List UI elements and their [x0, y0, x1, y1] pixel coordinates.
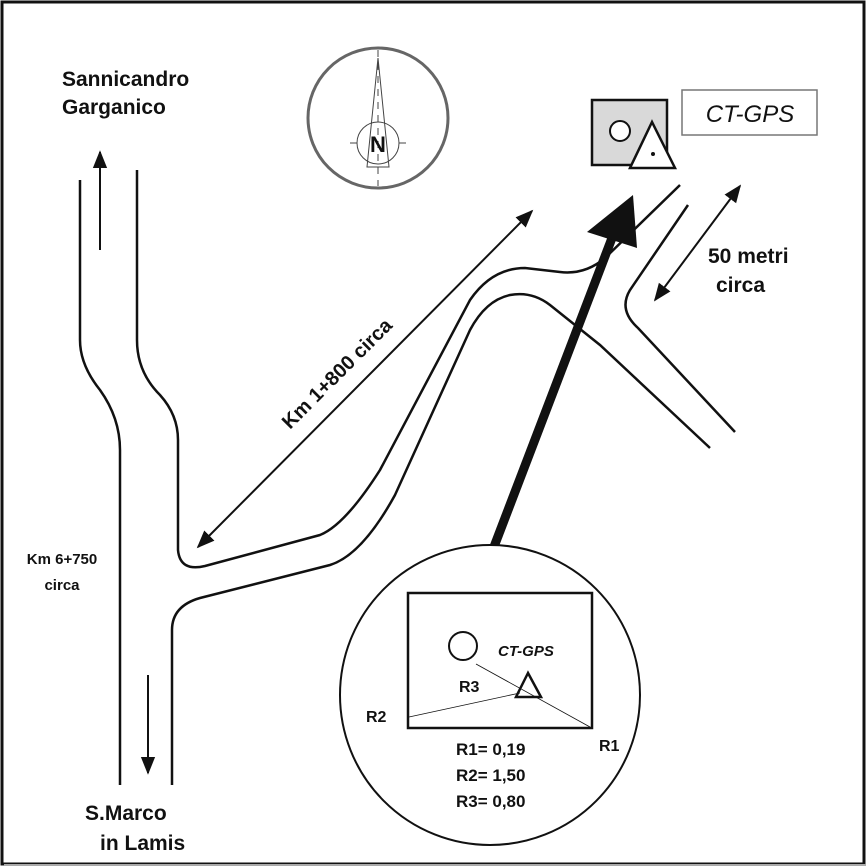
left-distance-label-2: circa — [44, 577, 80, 594]
inset-box — [406, 591, 594, 730]
branch-distance-arrow — [196, 209, 534, 549]
short-distance-label: 50 metri — [708, 245, 789, 268]
inset-station-label: CT-GPS — [498, 643, 554, 660]
side-road-edge — [624, 204, 736, 433]
north-town-label: Sannicandro — [62, 68, 189, 91]
circle-icon — [609, 120, 631, 142]
main-road-west-edge — [78, 180, 122, 785]
station-label: CT-GPS — [706, 101, 794, 128]
station-marker: CT-GPS — [590, 89, 818, 170]
detail-inset: CT-GPS R3 R2 R1 R1= 0,19 R2= 1,50 R3= 0,… — [339, 544, 641, 846]
short-distance-arrow — [653, 184, 742, 302]
south-town-label-2: in Lamis — [100, 832, 185, 855]
short-distance-label-2: circa — [716, 274, 765, 297]
station-label-box — [681, 89, 818, 136]
left-distance-label: Km 6+750 — [27, 551, 97, 568]
triangle-icon — [628, 119, 678, 170]
inset-triangle-icon — [513, 670, 544, 699]
r3-label: R3 — [459, 679, 480, 696]
inset-ellipse — [339, 544, 641, 846]
compass: N — [306, 46, 450, 190]
direction-arrows — [92, 150, 742, 775]
south-town-label: S.Marco — [85, 802, 167, 825]
compass-north-label: N — [370, 132, 386, 157]
r2-label: R2 — [366, 709, 387, 726]
inset-circle-icon — [448, 631, 478, 661]
station-pointer-arrow — [487, 195, 637, 554]
north-town-label-2: Garganico — [62, 96, 166, 119]
r2-value: R2= 1,50 — [456, 766, 525, 785]
r3-value: R3= 0,80 — [456, 792, 525, 811]
r1-label: R1 — [599, 738, 620, 755]
compass-needle-icon — [366, 57, 390, 168]
r1-value: R1= 0,19 — [456, 740, 525, 759]
